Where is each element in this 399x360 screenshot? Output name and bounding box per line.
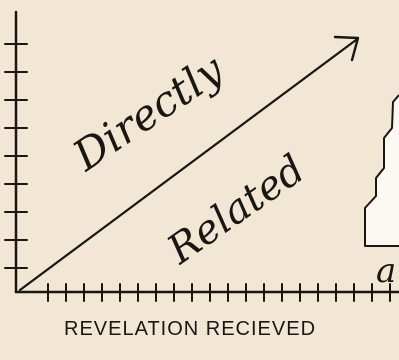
- x-axis-ticks: [47, 283, 391, 302]
- directly-label: Directly: [63, 44, 233, 181]
- y-axis-ticks: [4, 43, 28, 269]
- x-axis-label: REVELATION RECIEVED: [64, 318, 317, 340]
- edge-shape-outline: [364, 94, 399, 247]
- related-label: Related: [159, 146, 314, 274]
- arrow-head-icon: [333, 35, 360, 62]
- diagonal-arrow-line: [18, 38, 358, 292]
- edge-fragment-label: a: [376, 251, 396, 291]
